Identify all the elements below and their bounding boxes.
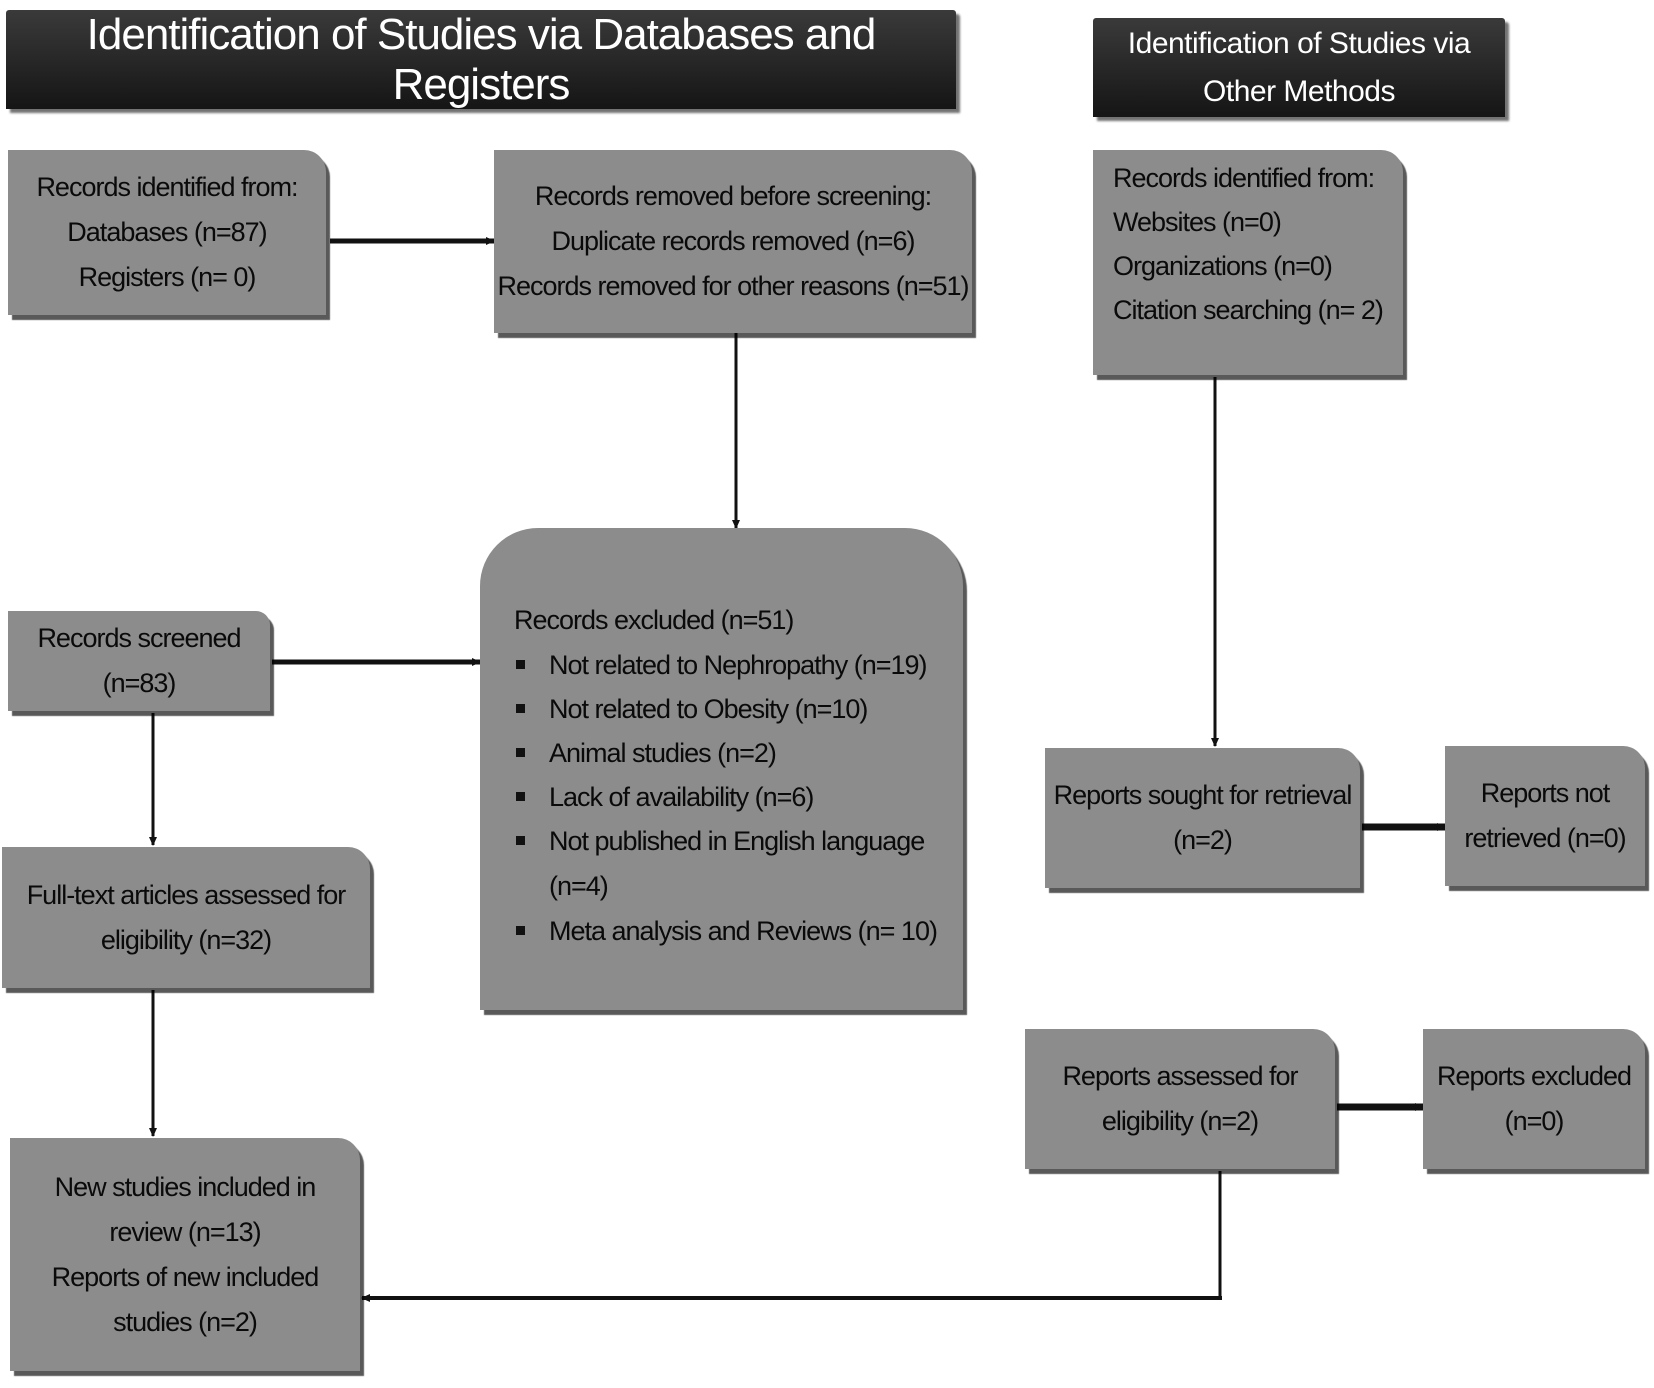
fulltext-assessed-box: Full-text articles assessed for eligibil… — [2, 847, 370, 988]
header-other-methods: Identification of Studies via Other Meth… — [1093, 18, 1505, 117]
box-line: eligibility (n=2) — [1101, 1106, 1259, 1136]
bullet-icon — [516, 926, 525, 935]
reports-not-retrieved-box: Reports not retrieved (n=0) — [1445, 746, 1645, 886]
bullet-icon — [516, 704, 525, 713]
list-item: Not related to Nephropathy (n=19) — [514, 643, 963, 687]
records-screened-box: Records screened (n=83) — [8, 611, 270, 711]
reports-sought-box: Reports sought for retrieval (n=2) — [1045, 748, 1360, 888]
list-item-text: Lack of availability (n=6) — [549, 782, 814, 812]
box-line: Reports of new included — [51, 1261, 320, 1292]
header-other-line-1: Identification of Studies via — [1127, 26, 1471, 60]
bullet-icon — [516, 660, 525, 669]
box-line: (n=0) — [1504, 1106, 1565, 1136]
header-other-line-2: Other Methods — [1203, 74, 1395, 108]
box-line: Records removed before screening: — [534, 181, 932, 211]
box-line: studies (n=2) — [113, 1306, 258, 1337]
list-item: Meta analysis and Reviews (n= 10) — [514, 909, 963, 953]
reports-assessed-box: Reports assessed for eligibility (n=2) — [1025, 1029, 1335, 1169]
box-line: Websites (n=0) — [1113, 207, 1282, 237]
list-item: Lack of availability (n=6) — [514, 775, 963, 819]
box-line: review (n=13) — [109, 1216, 261, 1247]
list-item-text-wrap: Not published in English language (n=4) — [549, 819, 925, 909]
exclusion-reasons-list: Not related to Nephropathy (n=19) Not re… — [514, 643, 963, 953]
box-line: Reports sought for retrieval — [1053, 780, 1353, 810]
list-item: Not published in English language (n=4) — [514, 819, 963, 909]
bullet-icon — [516, 836, 525, 845]
box-line: Records screened — [37, 623, 241, 653]
list-item-text: Not related to Obesity (n=10) — [549, 694, 868, 724]
box-line: New studies included in — [54, 1171, 317, 1202]
box-line: Reports not — [1480, 778, 1611, 808]
box-line: Registers (n= 0) — [78, 262, 257, 292]
reports-excluded-box: Reports excluded (n=0) — [1423, 1029, 1645, 1169]
box-line: Records identified from: — [36, 172, 298, 202]
list-item: Animal studies (n=2) — [514, 731, 963, 775]
box-line: (n=83) — [102, 668, 177, 698]
records-removed-box: Records removed before screening: Duplic… — [494, 150, 972, 333]
box-line: Full-text articles assessed for — [26, 879, 347, 910]
header-databases-title: Identification of Studies via Databases … — [86, 9, 877, 109]
box-line: Citation searching (n= 2) — [1113, 295, 1384, 325]
list-item-text: Animal studies (n=2) — [549, 738, 777, 768]
box-line: Organizations (n=0) — [1113, 251, 1333, 281]
records-excluded-box: Records excluded (n=51) Not related to N… — [480, 528, 963, 1010]
box-line: Duplicate records removed (n=6) — [551, 226, 916, 256]
new-studies-included-box: New studies included in review (n=13) Re… — [10, 1138, 360, 1371]
box-line: Reports excluded — [1436, 1061, 1632, 1091]
list-item-text: Meta analysis and Reviews (n= 10) — [549, 916, 938, 946]
list-item-text: Not published in English language — [549, 826, 925, 856]
records-identified-other-box: Records identified from: Websites (n=0) … — [1093, 150, 1403, 375]
records-excluded-title: Records excluded (n=51) — [514, 605, 794, 635]
box-line: Records removed for other reasons (n=51) — [497, 271, 970, 301]
list-item-text-cont: (n=4) — [549, 871, 609, 901]
bullet-icon — [516, 792, 525, 801]
list-item: Not related to Obesity (n=10) — [514, 687, 963, 731]
header-databases-registers: Identification of Studies via Databases … — [6, 10, 956, 109]
box-line: Records identified from: — [1113, 163, 1375, 193]
records-identified-databases-box: Records identified from: Databases (n=87… — [8, 150, 326, 315]
box-line: Reports assessed for — [1062, 1061, 1298, 1091]
box-line: Databases (n=87) — [67, 217, 267, 247]
box-line: eligibility (n=32) — [100, 924, 272, 955]
box-line: retrieved (n=0) — [1464, 823, 1626, 853]
bullet-icon — [516, 748, 525, 757]
list-item-text: Not related to Nephropathy (n=19) — [549, 650, 927, 680]
box-line: (n=2) — [1173, 825, 1233, 855]
